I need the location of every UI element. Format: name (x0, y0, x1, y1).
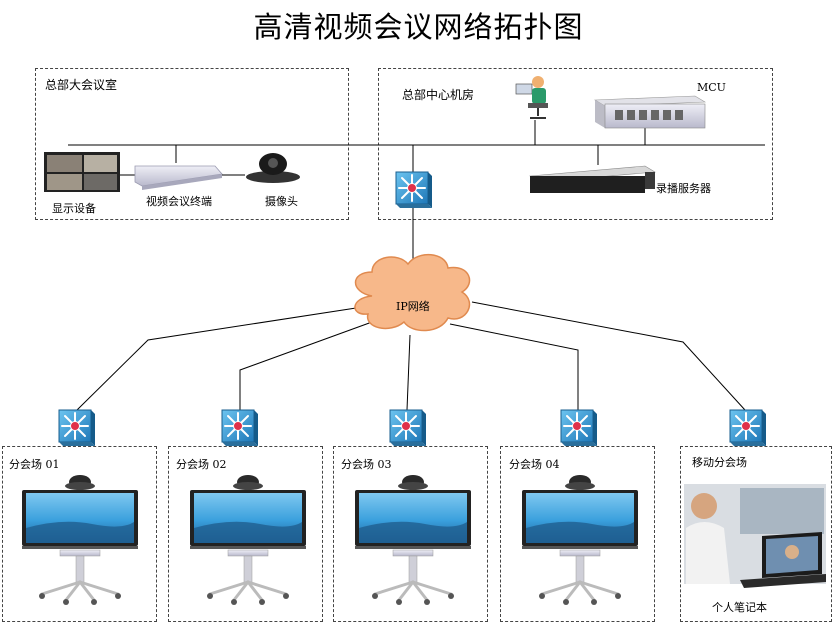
branch-box-01 (2, 446, 157, 622)
mcu-label: MCU (697, 81, 726, 94)
branch-switch-icon-04 (560, 409, 598, 447)
branch-label-01: 分会场 01 (9, 458, 60, 471)
branch-tv-cart-icon-04 (520, 473, 640, 607)
camera-label: 摄像头 (265, 195, 298, 208)
branch-switch-icon-02 (221, 409, 259, 447)
mobile-branch-label: 移动分会场 (692, 456, 747, 469)
branch-tv-cart-icon-02 (188, 473, 308, 607)
video-terminal-label: 视频会议终端 (146, 195, 212, 208)
laptop-label: 个人笔记本 (712, 601, 767, 614)
branch-label-03: 分会场 03 (341, 458, 392, 471)
mcu-server-icon (593, 95, 707, 129)
laptop-user-photo-icon (684, 484, 826, 588)
camera-icon (246, 153, 300, 183)
operator-person-icon (515, 76, 548, 119)
hq-center-room-box (378, 68, 773, 220)
branch-label-02: 分会场 02 (176, 458, 227, 471)
branch-tv-cart-icon-03 (353, 473, 473, 607)
display-device-label: 显示设备 (52, 202, 96, 215)
video-terminal-icon (134, 165, 223, 190)
branch-switch-icon-01 (58, 409, 96, 447)
branch-box-02 (168, 446, 323, 622)
recording-server-icon (529, 165, 656, 193)
branch-box-03 (333, 446, 488, 622)
recording-server-label: 录播服务器 (656, 182, 711, 195)
branch-label-04: 分会场 04 (509, 458, 560, 471)
branch-box-04 (500, 446, 655, 622)
hq-meeting-room-box (35, 68, 349, 220)
branch-switch-icon-03 (389, 409, 427, 447)
core-switch-icon (395, 171, 433, 209)
mobile-switch-icon (729, 409, 767, 447)
mobile-branch-box (680, 446, 832, 622)
branch-tv-cart-icon-01 (20, 473, 140, 607)
center-room-label: 总部中心机房 (402, 88, 475, 102)
display-device-icon (44, 152, 120, 192)
diagram-title: 高清视频会议网络拓扑图 (253, 10, 584, 44)
ip-network-label: IP网络 (396, 300, 430, 313)
ip-network-cloud-icon (354, 254, 471, 332)
hq-room-label: 总部大会议室 (45, 78, 118, 92)
